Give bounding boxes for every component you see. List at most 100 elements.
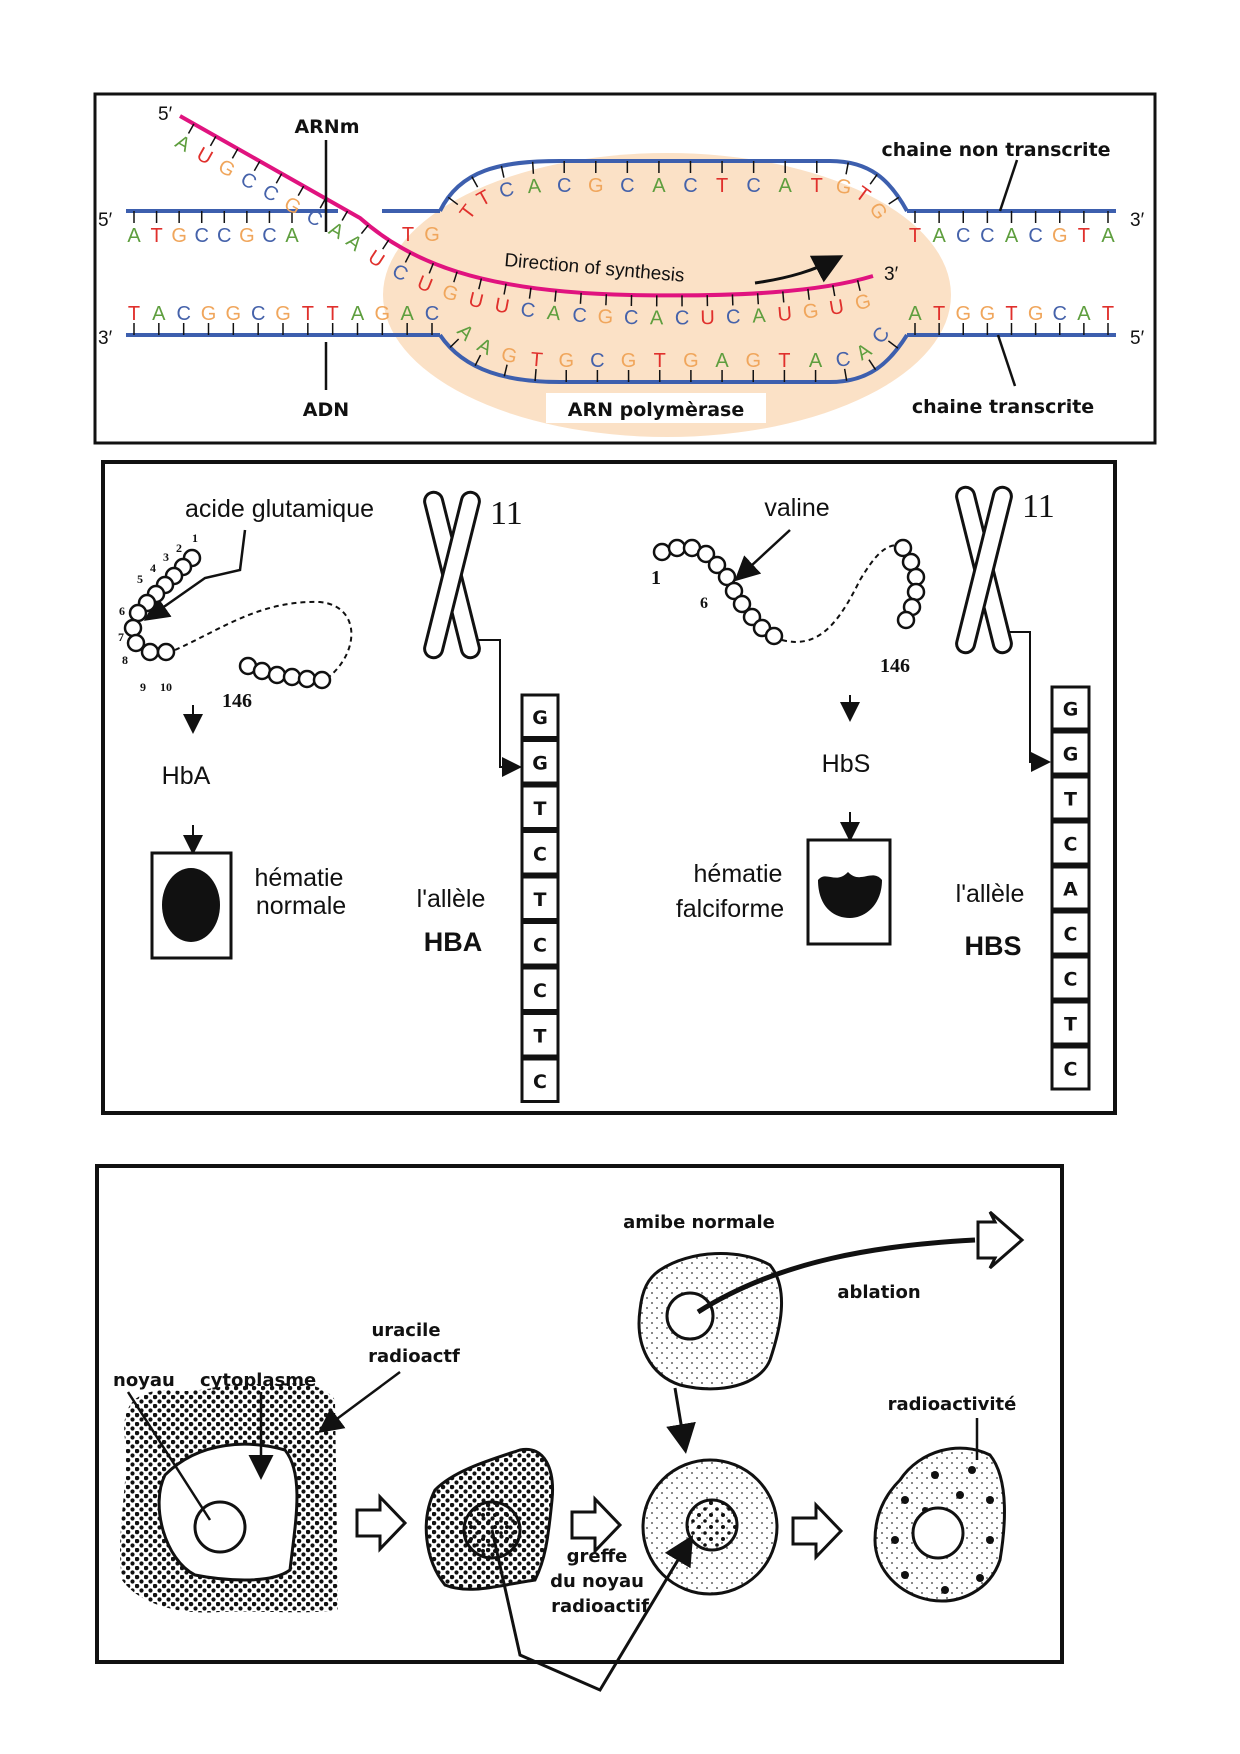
valine-label: valine [764, 494, 829, 522]
nucleotide-T: T [128, 303, 140, 325]
nucleotide-C: C [746, 175, 760, 197]
red-cell-label: hématie [694, 860, 783, 888]
nucleotide-A: A [152, 303, 166, 325]
grafted-nucleus [685, 1498, 739, 1552]
nucleotide-G: G [499, 343, 519, 368]
base-pair-tick [832, 285, 836, 297]
base-pair-tick [231, 148, 239, 159]
uracil-label: uracile [371, 1320, 440, 1341]
base-pair-tick [478, 278, 483, 290]
graft-label-2: du noyau [550, 1571, 644, 1592]
nucleotide-C: C [980, 225, 994, 247]
nucleotide-A: A [650, 307, 664, 329]
nucleotide-T: T [302, 303, 314, 325]
nucleotide-U: U [700, 307, 715, 329]
nucleotide-box [1050, 865, 1091, 911]
nucleotide-A: A [400, 303, 414, 325]
nucleotide-G: G [558, 350, 574, 372]
nucleotide-T: T [530, 349, 544, 372]
position-number: 146 [880, 655, 910, 677]
base-pair-tick [868, 359, 877, 371]
base-pair-tick [360, 224, 369, 235]
nucleotide-letter: G [532, 707, 548, 729]
nucleotide-G: G [171, 225, 187, 247]
nucleotide-G: G [439, 281, 460, 307]
nucleotide-U: U [466, 288, 485, 313]
nucleotide-G: G [834, 175, 853, 199]
position-number: 146 [222, 690, 252, 712]
nucleotide-letter: T [534, 1025, 547, 1047]
nucleotide-A: A [285, 225, 299, 247]
nucleotide-box [1050, 955, 1091, 1001]
nucleotide-U: U [828, 296, 846, 320]
nucleotide-box [520, 693, 560, 739]
position-number: 1 [651, 567, 661, 589]
normal-amoeba-nucleus [665, 1291, 715, 1341]
nucleotide-U: U [493, 294, 511, 318]
nucleotide-T: T [327, 303, 339, 325]
base-pair-tick [869, 173, 878, 185]
nucleotide-G: G [275, 303, 291, 325]
nucleotide-C: C [956, 225, 970, 247]
base-pair-tick [319, 198, 327, 209]
polymerase-label-bg [546, 393, 766, 423]
uracil-pointer [317, 1370, 401, 1433]
allele-label: l'allèle [417, 885, 486, 913]
nucleotide-C: C [262, 225, 276, 247]
nucleotide-G: G [955, 303, 971, 325]
base-pair-tick [474, 354, 482, 367]
nucleotide-T: T [402, 224, 414, 246]
base-pair-tick [253, 160, 261, 172]
base-pair-tick [554, 290, 557, 302]
nucleotide-G: G [588, 175, 604, 197]
base-pair-tick [209, 135, 217, 147]
base-pair-tick [275, 173, 283, 184]
base-pair-tick [428, 262, 435, 274]
rna-polymerase-label: ARN polymèrase [568, 399, 744, 421]
normal-hemoglobin: acide glutamique 1 2 3 4 5 6 7 8 9 10 14… [118, 490, 560, 1103]
nucleotide-letter: G [1063, 699, 1079, 721]
nucleotide-letter: T [534, 889, 547, 911]
nucleotide-A: A [1077, 303, 1091, 325]
transfer-arrow [666, 1387, 696, 1454]
base-pair-tick [845, 162, 849, 175]
nucleus-label: noyau [113, 1370, 175, 1391]
base-pair-tick [382, 239, 390, 250]
base-pair-tick [297, 185, 305, 197]
nucleotide-T: T [909, 225, 921, 247]
chromosome-11-icon [423, 490, 481, 660]
chain-dashed-segment [174, 600, 353, 677]
template-strand-bubble [438, 333, 909, 384]
step-arrow-icon [355, 1493, 408, 1553]
nucleotide-letter: C [1064, 1059, 1078, 1081]
nucleotide-letter: T [1064, 789, 1077, 811]
base-pair-tick [471, 176, 479, 188]
graft-label-3: radioactif [551, 1596, 649, 1617]
hba-protein-label: HbA [162, 762, 211, 790]
radioactive-spots [891, 1466, 994, 1594]
nucleotide-letter: C [1064, 969, 1078, 991]
coding-strand-bubble [438, 159, 909, 212]
nucleotide-A: A [1101, 225, 1115, 247]
amoeba-panel: noyau cytoplasme uracile radioactf amibe… [95, 1164, 1064, 1692]
nucleotide-T: T [1005, 303, 1017, 325]
nucleotide-box [1050, 730, 1091, 776]
nucleotide-C: C [217, 225, 231, 247]
nucleotide-letter: C [533, 980, 547, 1002]
nucleotide-A: A [546, 302, 562, 325]
nucleotide-T: T [811, 175, 823, 197]
base-pair-tick [500, 165, 505, 178]
nucleotide-C: C [176, 303, 190, 325]
nucleotide-box [1050, 685, 1091, 731]
nucleotide-A: A [809, 350, 823, 372]
hemoglobin-panel: acide glutamique 1 2 3 4 5 6 7 8 9 10 14… [101, 460, 1117, 1115]
allele-name: HBA [424, 927, 483, 957]
nucleotide-G: G [239, 225, 255, 247]
base-pair-tick [453, 271, 458, 283]
position-number: 10 [160, 680, 172, 694]
sickle-red-cell-icon [818, 872, 882, 918]
base-pair-tick [887, 340, 899, 349]
nucleotide-G: G [1052, 225, 1068, 247]
